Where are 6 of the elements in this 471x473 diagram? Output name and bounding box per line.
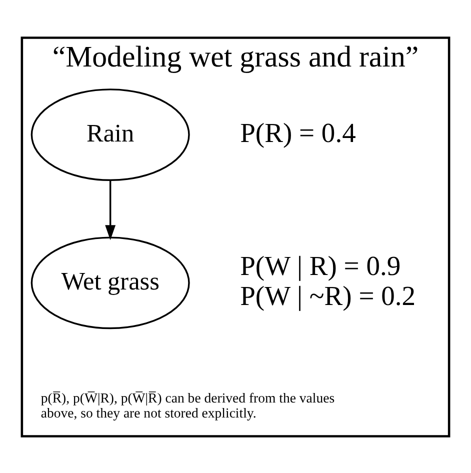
node-ellipse: Rain	[30, 88, 190, 181]
node-ellipse: Wet grass	[30, 236, 190, 329]
label: p(R̅), p(W̅|R), p(W̅|R̅) can be derived from the values above, so they are not stored explicitly.	[40, 390, 335, 420]
node-label: P(W | R) = 0.9	[240, 250, 401, 281]
arrow	[105, 180, 116, 240]
node-label: P(R) = 0.4	[240, 116, 356, 148]
